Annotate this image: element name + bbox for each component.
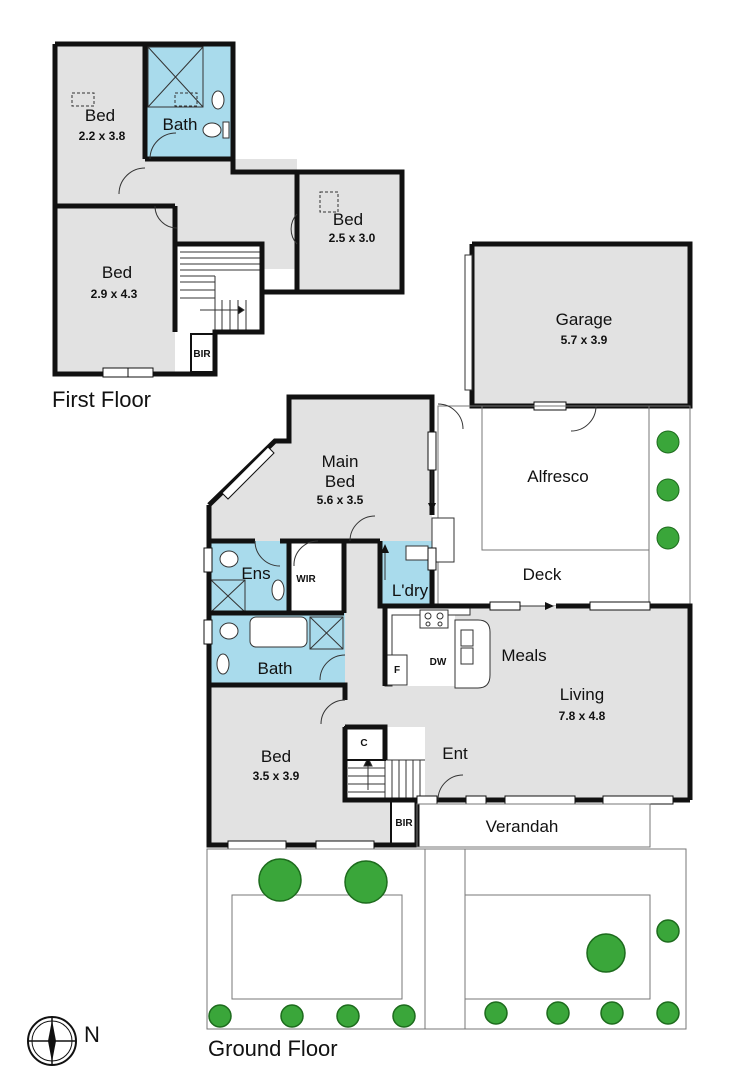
first-bir-label: BIR	[193, 349, 211, 360]
ens-basin-icon	[271, 579, 285, 601]
cooktop-icon	[419, 609, 449, 629]
wir-name: WIR	[296, 574, 316, 585]
garage: Garage 5.7 x 3.9	[464, 241, 693, 432]
skylight-icon	[319, 191, 339, 213]
fridge-label: F	[394, 665, 400, 676]
first-toilet-icon	[202, 122, 222, 138]
bath-name: Bath	[258, 659, 293, 678]
skylight-icon	[71, 92, 95, 107]
verandah-garden: Verandah Ground Floor	[206, 803, 687, 1061]
north-label: N	[84, 1022, 100, 1047]
compass-icon: N	[27, 1016, 100, 1066]
cupboard-label: C	[360, 738, 367, 749]
alfresco-name: Alfresco	[527, 467, 588, 486]
first-bed-1-area	[55, 44, 145, 206]
bir-label: BIR	[395, 818, 413, 829]
wir-door-icon	[293, 540, 319, 567]
meals-name: Meals	[501, 646, 546, 665]
garage-door	[464, 254, 473, 391]
window-icon	[203, 431, 674, 850]
main-bed-dim: 5.6 x 3.5	[317, 493, 364, 507]
bath-shower	[309, 616, 344, 650]
bed-dim: 3.5 x 3.9	[253, 769, 300, 783]
ground-stairs	[348, 756, 425, 798]
first-bed-2-area	[297, 172, 402, 292]
laundry-name: L'dry	[392, 581, 429, 600]
first-bath-name: Bath	[163, 115, 198, 134]
ground-floor: Main Bed 5.6 x 3.5 Ens WIR L'dry Bath Me…	[203, 394, 693, 850]
first-bath-door-icon	[149, 132, 177, 160]
ens-toilet-icon	[219, 550, 239, 568]
first-bed-3-name: Bed	[102, 263, 132, 282]
first-shower	[147, 46, 204, 108]
bed-door-icon	[320, 699, 346, 725]
laundry-tub-icon	[405, 545, 429, 561]
main-bed-name-line1: Main	[322, 452, 359, 471]
entry-name: Ent	[442, 744, 468, 763]
dw-label: DW	[430, 657, 447, 668]
plant-icon	[656, 430, 680, 550]
living-name: Living	[560, 685, 604, 704]
first-bed-3-door-icon	[154, 205, 178, 229]
ens-door-icon	[254, 540, 281, 567]
first-bed-3-dim: 2.9 x 4.3	[91, 287, 138, 301]
first-bed-2-door-icon	[290, 213, 298, 245]
first-floor: Bed 2.2 x 3.8 Bath Bed 2.5 x 3.0 Bed 2.9…	[52, 41, 405, 412]
entry-door-icon	[437, 774, 464, 801]
first-bed-1-name: Bed	[85, 106, 115, 125]
ground-floor-title: Ground Floor	[208, 1036, 338, 1061]
garage-door-swing-icon	[570, 405, 597, 432]
first-stair-area	[175, 244, 263, 332]
verandah-area	[416, 803, 651, 848]
first-bed-1-dim: 2.2 x 3.8	[79, 129, 126, 143]
bath-basin-icon	[216, 653, 230, 675]
first-bed-2-name: Bed	[333, 210, 363, 229]
garage-name: Garage	[556, 310, 613, 329]
first-bed-3-area	[55, 206, 175, 374]
first-bed-2-dim: 2.5 x 3.0	[329, 231, 376, 245]
bed-name: Bed	[261, 747, 291, 766]
plant-icon	[208, 858, 680, 1028]
main-bed-name-line2: Bed	[325, 472, 355, 491]
first-basin-icon	[211, 90, 225, 110]
skylight-icon	[174, 92, 198, 107]
outdoor: Alfresco Deck	[437, 405, 691, 607]
bath-door-icon	[319, 654, 346, 681]
bathtub-icon	[249, 616, 308, 648]
first-floor-title: First Floor	[52, 387, 151, 412]
deck-name: Deck	[523, 565, 562, 584]
garage-dim: 5.7 x 3.9	[561, 333, 608, 347]
living-dim: 7.8 x 4.8	[559, 709, 606, 723]
bath-toilet-icon	[219, 622, 239, 640]
ens-name: Ens	[241, 564, 270, 583]
sink-icon	[460, 629, 474, 647]
first-stairs	[180, 251, 260, 330]
wir-area	[289, 541, 344, 613]
first-bed-1-door-icon	[118, 167, 146, 195]
laundry-machine-icon	[431, 517, 455, 563]
verandah-name: Verandah	[486, 817, 559, 836]
main-bed-door-icon	[349, 515, 376, 542]
